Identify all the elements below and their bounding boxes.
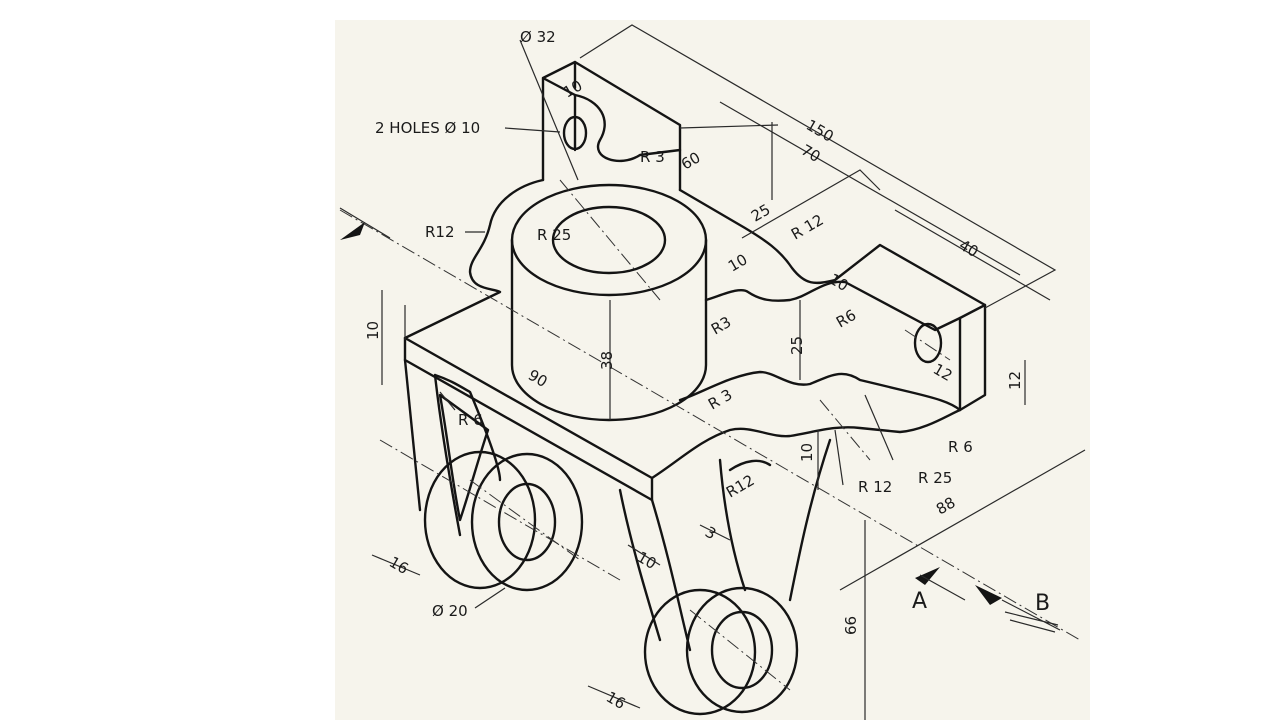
label-16a: 16 [386, 553, 412, 578]
label-dia20: Ø 20 [432, 602, 468, 620]
label-r3b: R3 [708, 313, 734, 339]
label-60: 60 [678, 148, 704, 173]
label-25b: 25 [788, 336, 806, 355]
dimension-lines [371, 24, 1086, 720]
dimension-labels: Ø 32 2 HOLES Ø 10 150 70 60 10 R 3 R12 R… [364, 28, 1050, 713]
top-cylinder [510, 238, 708, 422]
back-upright-plate [541, 60, 682, 192]
label-10b: 10 [725, 250, 751, 275]
right-leg-inner-curve [728, 459, 772, 472]
left-view-arrow [340, 222, 365, 240]
arrowheads [339, 207, 1061, 633]
label-66: 66 [842, 616, 860, 635]
label-38: 38 [598, 351, 616, 370]
right-arm-top [678, 188, 987, 412]
arm-end-hole [913, 322, 943, 364]
label-r12b: R 12 [788, 211, 827, 244]
label-10e: 10 [798, 443, 816, 462]
view-a-arrow [915, 567, 940, 585]
left-leg [403, 358, 502, 537]
upright-notch-curve [573, 93, 682, 163]
label-r6b: R 6 [458, 411, 483, 429]
cylinder-top-ellipse [510, 183, 708, 297]
label-10c: 10 [826, 270, 852, 295]
right-leg [618, 438, 832, 652]
label-r25b: R 25 [918, 469, 952, 487]
label-r12c: R 12 [858, 478, 892, 496]
label-dia32: Ø 32 [520, 28, 556, 46]
label-r25: R 25 [537, 226, 571, 244]
label-holes: 2 HOLES Ø 10 [375, 119, 480, 137]
object-outline [403, 60, 987, 716]
left-wheel-hole [497, 482, 557, 562]
view-b-arrow [975, 585, 1002, 605]
label-12a: 12 [930, 360, 956, 385]
label-88: 88 [933, 493, 959, 518]
label-12b: 12 [1006, 371, 1024, 390]
left-wheel-back [423, 450, 537, 590]
right-arm-wave-front [704, 280, 987, 332]
label-r12d: R12 [723, 471, 758, 501]
right-wheel-front [685, 586, 799, 714]
right-arm-bottom-wave [650, 408, 962, 480]
label-r6c: R 6 [948, 438, 973, 456]
upright-hole [562, 115, 588, 151]
right-arm-lower-wave [678, 316, 962, 412]
label-r6a: R6 [833, 306, 859, 332]
right-wheel-hole [710, 610, 774, 690]
left-boss-curve [403, 178, 545, 340]
label-10d: 10 [364, 321, 382, 340]
cylinder-bore [551, 205, 667, 275]
label-16b: 16 [603, 688, 629, 713]
label-r3a: R 3 [640, 148, 665, 166]
label-r3c: R 3 [705, 386, 735, 414]
label-70: 70 [798, 141, 824, 166]
left-wheel-front [470, 452, 584, 592]
center-lines [339, 179, 1081, 691]
label-view-b: B [1035, 591, 1050, 616]
label-view-a: A [912, 589, 927, 614]
right-wheel-back [643, 588, 757, 716]
label-90: 90 [525, 366, 551, 391]
label-r12a: R12 [425, 223, 455, 241]
